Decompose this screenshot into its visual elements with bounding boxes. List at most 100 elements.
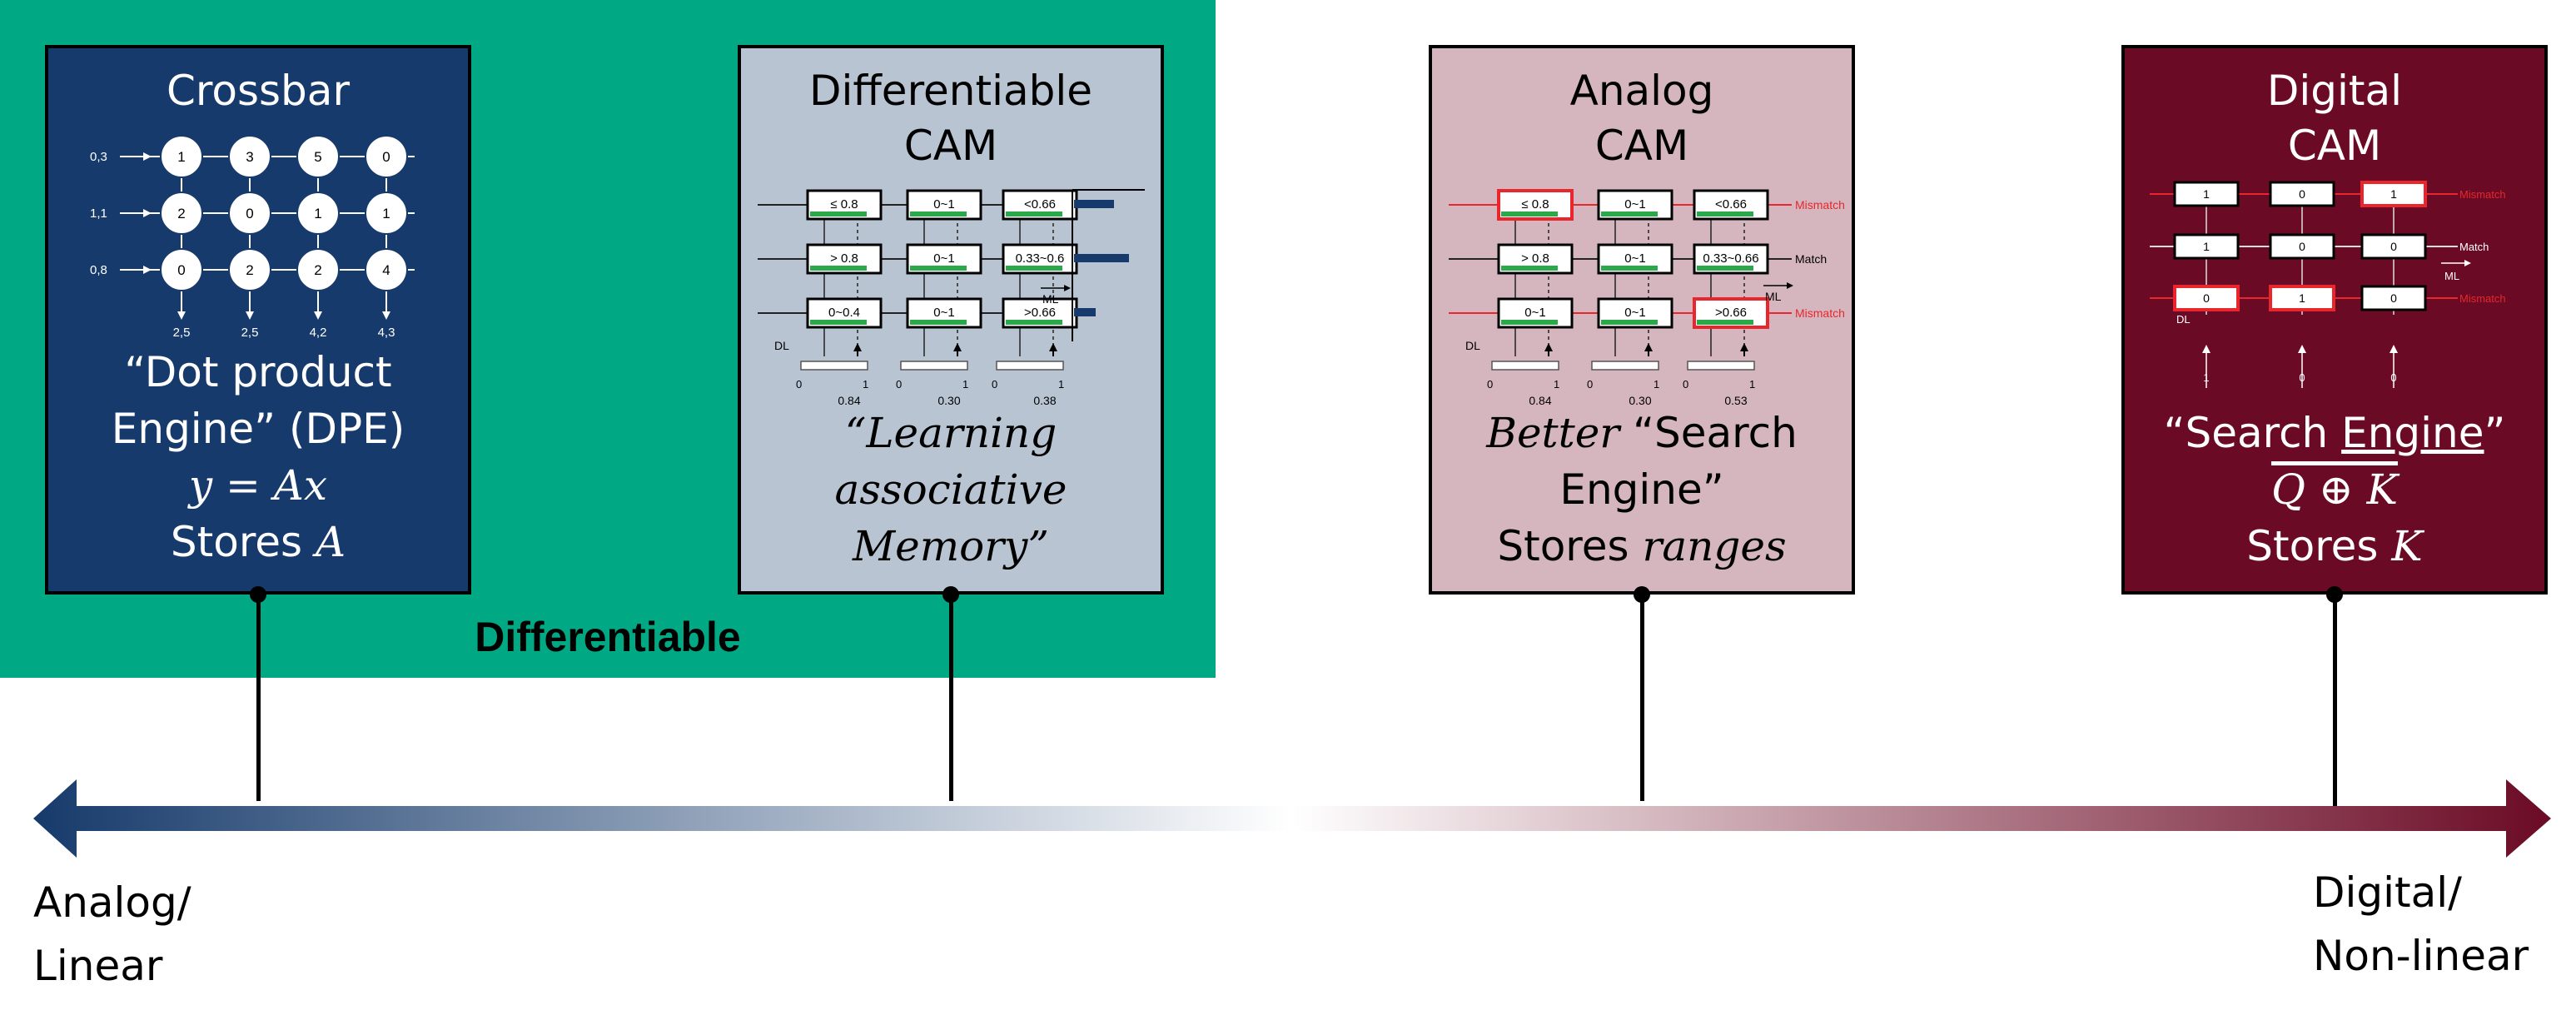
cam-ml-arrowhead (1064, 285, 1071, 291)
crossbar-cell-value: 0 (177, 262, 185, 278)
crossbar-cell (228, 248, 271, 291)
dgcam-row-status: Mismatch (2459, 292, 2506, 305)
cam-ml-label: ML (1042, 292, 1059, 306)
crossbar-stem-dot (250, 586, 266, 603)
dgcam-input-arrowhead (2298, 345, 2306, 353)
cam-cell-range-bar (1006, 320, 1062, 325)
cam-cell-range-bar (1601, 266, 1658, 271)
crossbar-equation: y = Ax (188, 461, 328, 510)
crossbar-input-label: 1,1 (90, 206, 107, 221)
crossbar-cell-value: 2 (314, 262, 321, 278)
dgcam-cell-value: 1 (2390, 187, 2397, 201)
crossbar-caption: “Dot product Engine” (DPE) y = Ax Stores… (48, 344, 468, 570)
acam-row-status: Mismatch (1795, 198, 1845, 211)
cam-input-slider (1687, 361, 1755, 371)
cam-ml-arrowhead (1787, 282, 1793, 289)
cam-dl-label: DL (774, 339, 789, 352)
dgcam-input-value: 1 (2203, 371, 2209, 384)
acam-row-status: Match (1795, 252, 1827, 266)
cam-scale-min: 0 (1587, 378, 1593, 391)
cam-cell-label: 0~1 (933, 306, 954, 320)
crossbar-cell-value: 1 (382, 206, 390, 221)
digital-cam-title: Digital CAM (2266, 67, 2403, 170)
cam-input-value: 0.30 (1629, 394, 1651, 407)
dgcam-input-arrowhead (2202, 345, 2210, 353)
crossbar-cell (365, 135, 408, 178)
dcam-match-bar (1074, 254, 1129, 262)
cam-scale-max: 1 (1654, 378, 1659, 391)
cam-input-slider (800, 361, 868, 371)
cam-scale-max: 1 (1058, 378, 1064, 391)
cam-dl-label: DL (1465, 339, 1480, 352)
crossbar-cell (365, 192, 408, 235)
dgcam-cell-value: 0 (2390, 240, 2397, 253)
cam-ml-label: ML (1765, 290, 1782, 303)
cam-input-value: 0.30 (937, 394, 960, 407)
cam-input-arrowhead (1740, 343, 1748, 351)
crossbar-output-label: 2,5 (173, 326, 191, 340)
differentiable-region-label: Differentiable (475, 614, 741, 660)
digital-cam-stem (2333, 595, 2337, 808)
cam-cell-label: > 0.8 (830, 251, 858, 266)
crossbar-input-label: 0,3 (90, 150, 107, 164)
cam-scale-min: 0 (796, 378, 802, 391)
cam-cell-label: 0~1 (1624, 306, 1645, 320)
dgcam-cell-value: 1 (2299, 291, 2305, 305)
cam-cell-range-bar (1697, 266, 1753, 271)
cam-input-slider (1591, 361, 1659, 371)
dgcam-input-value: 0 (2390, 371, 2396, 384)
crossbar-input-arrowhead (143, 152, 152, 161)
crossbar-cell (296, 248, 340, 291)
cam-input-arrowhead (953, 343, 962, 351)
crossbar-input-arrowhead (143, 266, 152, 274)
crossbar-cell (296, 135, 340, 178)
crossbar-cell-value: 0 (246, 206, 253, 221)
crossbar-cell (160, 192, 203, 235)
crossbar-cell (228, 135, 271, 178)
dgcam-cell (2173, 233, 2240, 260)
cam-cell-label: 0~0.4 (828, 306, 860, 320)
cam-cell-range-bar (1501, 211, 1558, 216)
cam-input-arrowhead (853, 343, 862, 351)
differentiable-cam-stem (949, 595, 953, 801)
cam-cell-range-bar (1501, 266, 1558, 271)
crossbar-caption-line1: “Dot product (124, 348, 392, 396)
cam-cell-label: 0~1 (933, 197, 954, 211)
cam-cell-label: 0~1 (933, 251, 954, 266)
cam-cell-range-bar (1697, 211, 1753, 216)
dgcam-input-arrowhead (2390, 345, 2398, 353)
digital-cam-stem-dot (2326, 586, 2343, 603)
analog-cam-title: Analog CAM (1569, 67, 1714, 170)
cam-input-value: 0.53 (1724, 394, 1747, 407)
crossbar-stem (256, 595, 261, 801)
cam-cell-label: <0.66 (1024, 197, 1056, 211)
crossbar-output-label: 4,2 (310, 326, 327, 340)
cam-cell-range-bar (910, 266, 967, 271)
cam-cell-range-bar (810, 320, 867, 325)
dgcam-cell-value: 1 (2203, 187, 2210, 201)
cam-cell-range-bar (910, 211, 967, 216)
cam-cell-label: 0.33~0.6 (1016, 251, 1065, 266)
crossbar-cell (160, 135, 203, 178)
cam-cell-range-bar (1697, 320, 1753, 325)
crossbar-cell-value: 1 (314, 206, 321, 221)
analog-cam-stem-dot (1634, 586, 1650, 603)
cam-cell-label: 0~1 (1524, 306, 1545, 320)
crossbar-cell-value: 4 (382, 262, 390, 278)
cam-scale-max: 1 (863, 378, 868, 391)
dgcam-cell (2360, 285, 2427, 311)
dgcam-row-status: Mismatch (2459, 188, 2506, 201)
dgcam-cell-value: 1 (2203, 240, 2210, 253)
crossbar-caption-line2: Engine” (DPE) (111, 405, 405, 453)
cam-cell-range-bar (1601, 211, 1658, 216)
dgcam-cell (2269, 233, 2335, 260)
cam-cell-label: > 0.8 (1521, 251, 1549, 266)
crossbar-title: Crossbar (167, 67, 350, 115)
crossbar-cell (296, 192, 340, 235)
differentiable-cam-caption: “Learning associative Memory” (834, 409, 1067, 570)
dgcam-ml-arrowhead (2464, 260, 2471, 266)
